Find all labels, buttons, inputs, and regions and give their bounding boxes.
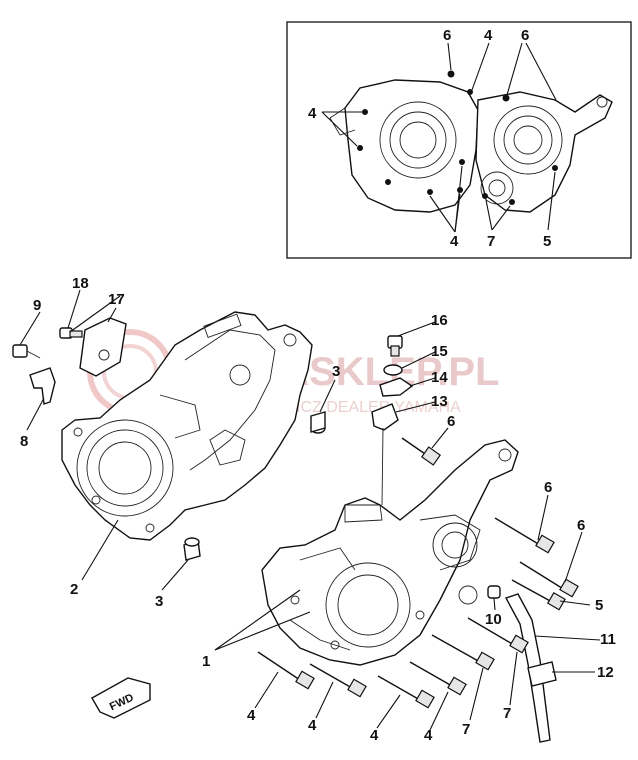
inset-callout-4-left: 4 — [308, 105, 317, 122]
inset-callout-7: 7 — [487, 233, 495, 250]
callout-4-c: 4 — [370, 727, 379, 744]
callout-15: 15 — [431, 343, 448, 360]
callout-9: 9 — [33, 297, 41, 314]
callout-14: 14 — [431, 369, 448, 386]
leader-lines — [19, 289, 601, 731]
callout-3-upper: 3 — [332, 363, 340, 380]
inset-callout-6-left: 6 — [443, 27, 451, 44]
callout-16: 16 — [431, 312, 448, 329]
guide-part-13 — [371, 403, 399, 431]
bolt-5 — [511, 579, 566, 611]
bolt-set — [257, 437, 579, 709]
bolt-7-b — [467, 617, 529, 654]
callout-3-lower: 3 — [155, 593, 163, 610]
bolt-part-18 — [59, 327, 83, 339]
callout-4-b: 4 — [308, 717, 317, 734]
bolt-4-c — [377, 675, 435, 709]
dowel-pin-upper — [310, 411, 326, 434]
bracket-part-17 — [79, 317, 127, 377]
callout-8: 8 — [20, 433, 28, 450]
washer-part-15 — [383, 364, 403, 376]
callout-11: 11 — [600, 631, 616, 648]
pipe-part-11 — [504, 593, 551, 743]
callout-10: 10 — [485, 611, 502, 628]
clamp-part-12 — [527, 661, 557, 687]
bolt-6-mid — [494, 517, 555, 554]
callout-4-d: 4 — [424, 727, 433, 744]
callout-5: 5 — [595, 597, 603, 614]
callout-2: 2 — [70, 581, 78, 598]
bolt-6-low — [519, 561, 579, 598]
callout-6-top: 6 — [447, 413, 455, 430]
bolt-4-a — [257, 651, 315, 690]
nut-part-9 — [12, 344, 41, 359]
inset-frame — [286, 21, 632, 259]
callout-1: 1 — [202, 653, 210, 670]
inset-callout-4-top: 4 — [484, 27, 493, 44]
right-crankcase-half — [261, 439, 519, 666]
bolt-4-b — [309, 663, 367, 698]
callout-12: 12 — [597, 664, 614, 681]
bolt-6-top — [401, 437, 442, 466]
cable-guide-assembly — [371, 335, 414, 506]
callout-7-left: 7 — [462, 721, 470, 738]
callout-7-right: 7 — [503, 705, 511, 722]
dowel-pin-lower — [183, 537, 201, 561]
clip-part-8 — [29, 367, 56, 405]
inset-callout-4-bottom: 4 — [450, 233, 459, 250]
inset-detail: 6 4 6 4 4 7 5 — [286, 21, 632, 259]
callout-labels: 18 17 9 8 3 2 3 1 16 15 14 13 6 6 6 5 10… — [20, 275, 616, 744]
callout-6-mid: 6 — [544, 479, 552, 496]
callout-4-a: 4 — [247, 707, 256, 724]
callout-13: 13 — [431, 393, 448, 410]
callout-6-low: 6 — [577, 517, 585, 534]
bolt-4-d — [409, 661, 467, 696]
callout-17: 17 — [108, 291, 125, 308]
bolt-7-a — [431, 634, 495, 671]
plug-part-10 — [487, 585, 501, 599]
inset-callout-5: 5 — [543, 233, 551, 250]
breather-pipe-assembly — [504, 593, 557, 743]
callout-18: 18 — [72, 275, 89, 292]
clamp-part-14 — [379, 377, 414, 397]
left-crankcase-half — [61, 311, 313, 541]
fwd-direction-badge: FWD — [91, 677, 151, 719]
inset-callout-6-right: 6 — [521, 27, 529, 44]
